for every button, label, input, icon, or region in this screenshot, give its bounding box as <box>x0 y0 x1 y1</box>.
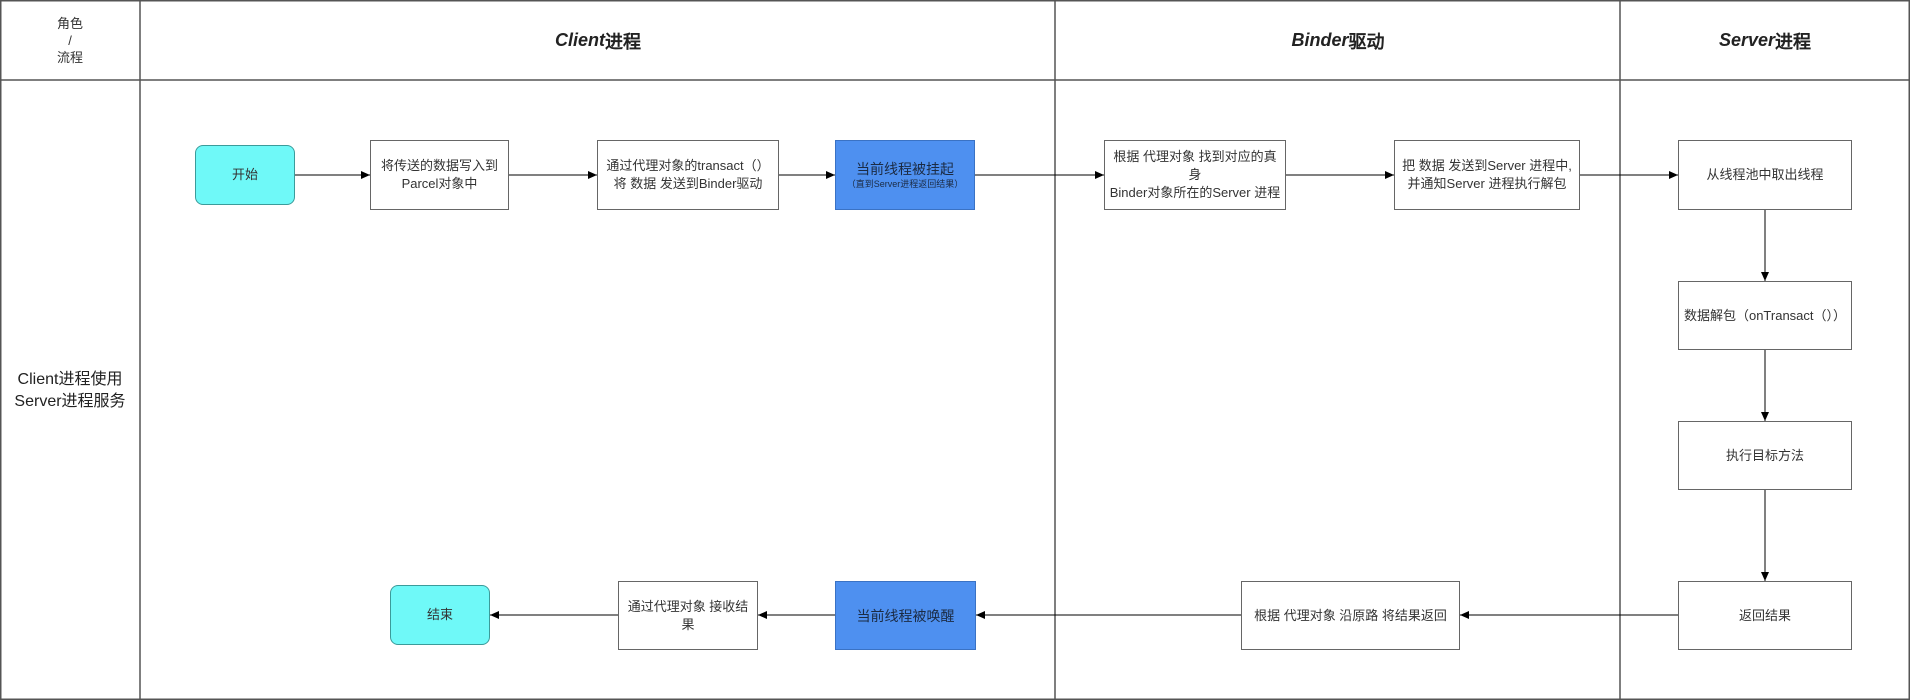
node-find-binder[interactable]: 根据 代理对象 找到对应的真身 Binder对象所在的Server 进程 <box>1104 140 1286 210</box>
corner-slash: / <box>68 32 72 48</box>
corner-role: 角色 <box>56 15 83 31</box>
node-find-binder-line2: Binder对象所在的Server 进程 <box>1109 185 1281 200</box>
node-take-thread[interactable]: 从线程池中取出线程 <box>1678 140 1852 210</box>
node-transact-line2: 将 数据 发送到Binder驱动 <box>613 176 763 191</box>
node-route-back-label: 根据 代理对象 沿原路 将结果返回 <box>1254 607 1447 623</box>
lane-title-server-rest: 进程 <box>1775 31 1812 52</box>
node-unpack-label: 数据解包（onTransact（）） <box>1683 307 1847 323</box>
corner-header: 角色 / 流程 <box>0 0 140 80</box>
row-label: Client进程使用 Server进程服务 <box>0 81 140 700</box>
lane-title-binder-rest: 驱动 <box>1348 31 1385 52</box>
lane-title-binder-italic: Binder <box>1291 30 1349 50</box>
node-return-result[interactable]: 返回结果 <box>1678 581 1852 650</box>
node-unpack[interactable]: 数据解包（onTransact（）） <box>1678 281 1852 350</box>
node-send-server[interactable]: 把 数据 发送到Server 进程中, 并通知Server 进程执行解包 <box>1394 140 1580 210</box>
node-write-parcel-line2: Parcel对象中 <box>401 176 478 191</box>
node-suspend[interactable]: 当前线程被挂起 （直到Server进程返回结果） <box>835 140 975 210</box>
node-end[interactable]: 结束 <box>390 585 490 645</box>
node-return-result-label: 返回结果 <box>1738 607 1791 623</box>
node-suspend-line2: （直到Server进程返回结果） <box>846 179 964 189</box>
node-send-server-line2: 并通知Server 进程执行解包 <box>1407 176 1567 191</box>
node-awaken-label: 当前线程被唤醒 <box>856 607 955 624</box>
row-label-line1: Client进程使用 <box>17 370 123 388</box>
node-execute-label: 执行目标方法 <box>1725 447 1804 463</box>
node-write-parcel[interactable]: 将传送的数据写入到 Parcel对象中 <box>370 140 509 210</box>
node-transact[interactable]: 通过代理对象的transact（） 将 数据 发送到Binder驱动 <box>597 140 779 210</box>
row-label-line2: Server进程服务 <box>14 392 126 410</box>
node-transact-line1: 通过代理对象的transact（） <box>606 158 770 173</box>
node-send-server-line1: 把 数据 发送到Server 进程中, <box>1402 158 1572 173</box>
node-end-label: 结束 <box>426 607 453 622</box>
node-execute[interactable]: 执行目标方法 <box>1678 421 1852 490</box>
node-find-binder-line1: 根据 代理对象 找到对应的真身 <box>1113 149 1277 182</box>
node-start[interactable]: 开始 <box>195 145 295 205</box>
lane-title-client-italic: Client <box>554 30 605 50</box>
node-awaken[interactable]: 当前线程被唤醒 <box>835 581 976 650</box>
corner-flow: 流程 <box>56 49 83 65</box>
node-take-thread-label: 从线程池中取出线程 <box>1706 167 1824 182</box>
node-route-back[interactable]: 根据 代理对象 沿原路 将结果返回 <box>1241 581 1460 650</box>
node-suspend-line1: 当前线程被挂起 <box>856 161 954 177</box>
node-receive-label: 通过代理对象 接收结果 <box>627 598 749 632</box>
lane-title-client-rest: 进程 <box>605 31 641 52</box>
lane-title-server-italic: Server <box>1718 30 1776 50</box>
connectors <box>295 171 1769 619</box>
node-receive[interactable]: 通过代理对象 接收结果 <box>618 581 758 650</box>
node-write-parcel-line1: 将传送的数据写入到 <box>380 158 498 173</box>
node-start-label: 开始 <box>231 167 258 182</box>
